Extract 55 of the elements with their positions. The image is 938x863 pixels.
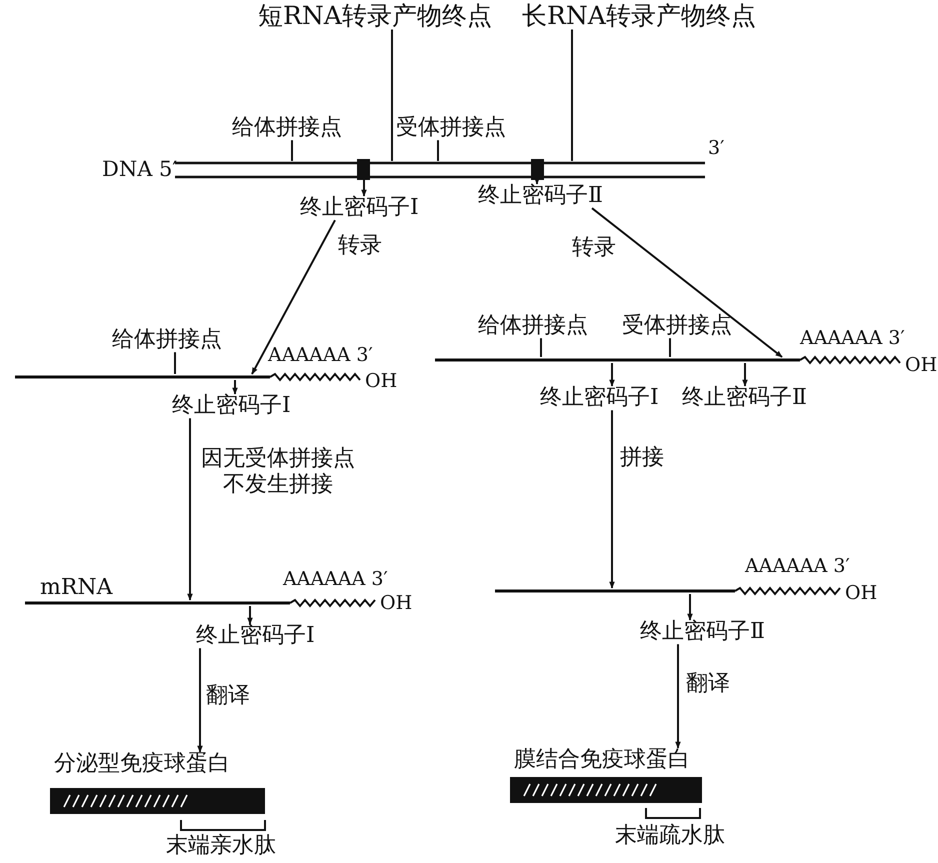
- site-label: 终止密码子Ⅱ: [478, 184, 603, 208]
- strand-end-label: 3′: [708, 139, 724, 158]
- arrow: [247, 606, 253, 625]
- site-label: 受体拼接点: [396, 116, 506, 140]
- arrow: [609, 363, 615, 387]
- site-label: 终止密码子Ⅰ: [172, 394, 291, 418]
- poly-a-label: AAAAAA 3′: [283, 570, 388, 589]
- site-label: 终止密码子Ⅰ: [300, 196, 419, 220]
- strand-label: mRNA: [40, 576, 113, 600]
- arrow: [591, 207, 783, 358]
- arrow: [187, 418, 193, 601]
- protein-bar: [510, 748, 702, 803]
- edge-label: 转录: [572, 236, 616, 260]
- stop-codon-marker: [531, 159, 544, 180]
- hydroxyl-end-label: OH: [905, 356, 938, 375]
- protein-bar: [50, 752, 265, 814]
- arrow: [687, 594, 693, 621]
- site-label: 短RNA转录产物终点: [258, 2, 492, 30]
- arrow: [197, 648, 203, 753]
- arrow: [609, 410, 615, 589]
- bracket-label: 末端疏水肽: [615, 824, 725, 848]
- arrow: [742, 363, 748, 387]
- site-label: 终止密码子Ⅰ: [196, 624, 315, 648]
- bracket-label: 末端亲水肽: [166, 834, 276, 858]
- poly-a-label: AAAAAA 3′: [745, 557, 850, 576]
- arrow: [232, 380, 238, 395]
- hydroxyl-end-label: OH: [365, 372, 398, 391]
- leader-line: [540, 338, 542, 357]
- site-label: 长RNA转录产物终点: [522, 2, 756, 30]
- leader-line: [291, 140, 293, 161]
- strand-label: DNA 5′: [102, 159, 178, 180]
- protein-name: 分泌型免疫球蛋白: [54, 752, 230, 776]
- site-label: 终止密码子Ⅰ: [540, 386, 659, 410]
- poly-a-label: AAAAAA 3′: [800, 329, 905, 348]
- leader-line: [391, 30, 393, 161]
- site-label: 给体拼接点: [112, 328, 222, 352]
- leader-line: [571, 30, 573, 161]
- stop-codon-marker: [357, 159, 370, 180]
- protein-name: 膜结合免疫球蛋白: [514, 748, 690, 772]
- arrow: [361, 180, 367, 197]
- site-label: 受体拼接点: [622, 314, 732, 338]
- edge-label: 转录: [338, 234, 382, 258]
- arrow: [251, 220, 336, 375]
- hydroxyl-end-label: OH: [845, 584, 878, 603]
- arrow: [534, 178, 540, 185]
- site-label: 终止密码子Ⅱ: [640, 620, 765, 644]
- leader-line: [174, 352, 176, 374]
- site-label: 给体拼接点: [232, 116, 342, 140]
- site-label: 终止密码子Ⅱ: [682, 386, 807, 410]
- hydroxyl-end-label: OH: [380, 594, 412, 613]
- leader-line: [669, 338, 671, 357]
- site-label: 给体拼接点: [478, 314, 588, 338]
- arrow: [675, 644, 681, 749]
- poly-a-label: AAAAAA 3′: [268, 346, 373, 365]
- leader-line: [437, 140, 439, 161]
